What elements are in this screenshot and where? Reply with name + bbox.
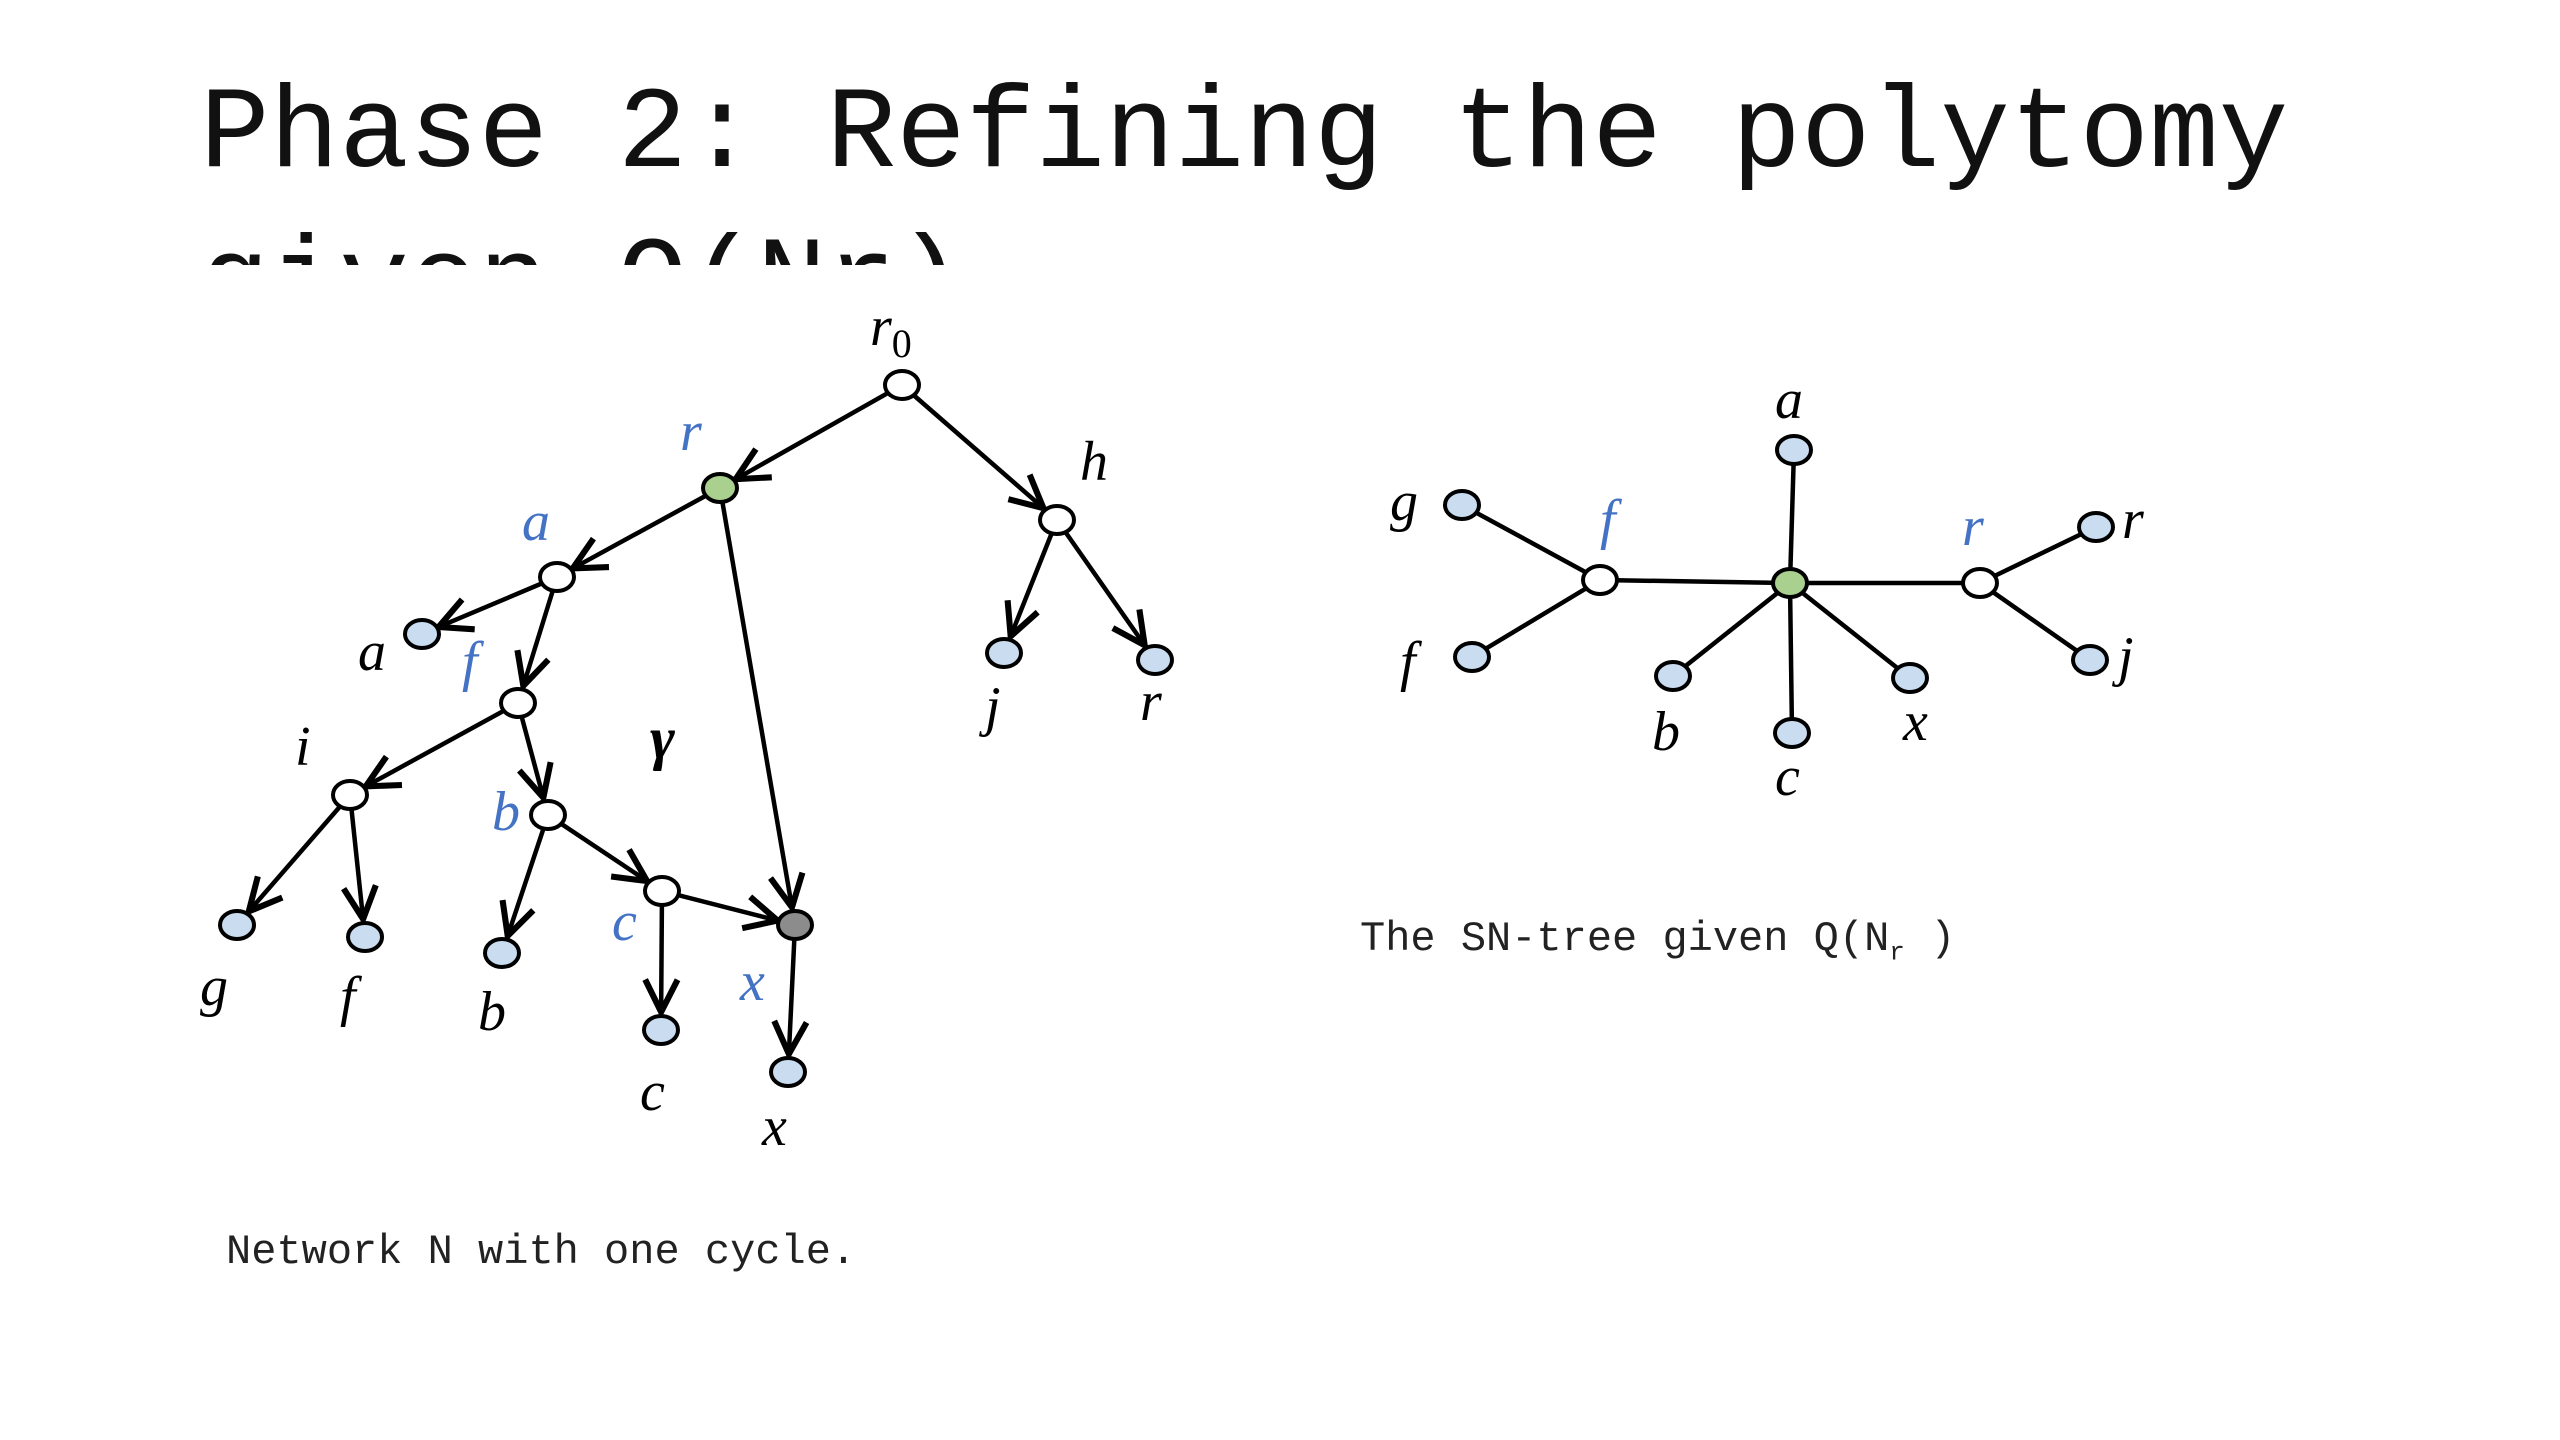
sn-caption-prefix: The SN-tree given Q(N [1360, 915, 1890, 963]
network-node-x_leaf [769, 1056, 807, 1088]
network-edge-a_int-f_int [524, 576, 560, 684]
sn-node-sc [1773, 717, 1811, 749]
sn-label-sg: g [1390, 471, 1418, 533]
network-label-b_leaf: b [478, 981, 506, 1043]
network-edges [250, 383, 1144, 1052]
sn-tree-nodes [1443, 434, 2115, 749]
network-node-b_leaf [483, 937, 521, 969]
sn-edge-sr-sj [1978, 581, 2092, 662]
sn-node-sa [1775, 434, 1813, 466]
sn-edge-center-sc [1787, 582, 1795, 734]
network-label-i: i [295, 716, 311, 778]
sn-caption-suffix: ) [1904, 915, 1956, 963]
network-edge-b_int-b_leaf [508, 814, 551, 934]
network-caption: Network N with one cycle. [226, 1228, 857, 1276]
network-edge-c_int-ret [661, 888, 776, 920]
sn-edge-center-sa [1787, 449, 1797, 584]
sn-node-sb [1654, 660, 1692, 692]
sn-node-sg [1443, 489, 1481, 521]
network-node-c_leaf [642, 1014, 680, 1046]
sn-tree-caption: The SN-tree given Q(Nr ) [1360, 915, 1955, 967]
network-label-f_int: f [462, 631, 485, 693]
sn-edge-sr-srl [1979, 524, 2097, 586]
network-label-b_int: b [492, 781, 520, 843]
network-edge-r0-h [900, 383, 1042, 507]
network-label-c_leaf: c [640, 1061, 665, 1123]
network-label-a_int: a [522, 491, 550, 553]
sn-node-sx [1891, 662, 1929, 694]
network-node-f_leaf [346, 921, 384, 953]
network-node-a_leaf [403, 618, 441, 650]
sn-label-srl: r [2122, 489, 2144, 551]
sn-label-sr: r [1962, 496, 1984, 558]
sn-label-sa: a [1775, 369, 1803, 431]
sn-tree-labels: f r a g f b c x r j [1390, 369, 2144, 808]
sn-edge-center-sb [1671, 581, 1792, 678]
network-label-x_leaf: x [761, 1096, 787, 1158]
sn-caption-sub: r [1889, 937, 1905, 968]
network-edge-r-ret [717, 487, 792, 905]
network-label-r0: r0 [870, 296, 912, 366]
sn-node-sf [1581, 564, 1619, 596]
sn-node-center [1771, 567, 1809, 599]
sn-label-sfl: f [1400, 631, 1423, 693]
network-edge-r0-r [737, 383, 904, 478]
sn-label-sb: b [1652, 701, 1680, 763]
sn-node-sr [1961, 567, 1999, 599]
network-edge-h-j_leaf [1011, 519, 1060, 634]
network-label-ret: x [739, 951, 765, 1013]
network-edge-h-r_leaf [1055, 518, 1144, 644]
sn-node-sj [2071, 644, 2109, 676]
network-label-h: h [1080, 431, 1108, 493]
sn-label-sc: c [1775, 746, 1800, 808]
sn-node-sfl [1453, 641, 1491, 673]
network-labels: r0 r h a a f i b c x g f b c x j r [200, 296, 1162, 1158]
network-node-ret [776, 909, 814, 941]
network-edge-f_int-i [368, 701, 520, 785]
cycle-label: γ [650, 705, 675, 771]
network-edge-c_int-c_leaf [661, 890, 662, 1010]
page-title: Phase 2: Refining the polytomy given Q(N… [200, 69, 2289, 265]
network-node-f_int [499, 687, 537, 719]
sn-label-sx: x [1902, 691, 1928, 753]
network-edge-b_int-c_int [546, 813, 645, 880]
network-edge-i-g_leaf [250, 793, 352, 910]
network-node-r_leaf [1136, 644, 1174, 676]
network-node-g_leaf [218, 909, 256, 941]
network-label-r_leaf: r [1140, 671, 1162, 733]
network-node-a_int [538, 561, 576, 593]
sn-edge-center-sx [1788, 581, 1912, 680]
network-nodes [218, 369, 1174, 1088]
network-label-g_leaf: g [200, 956, 228, 1018]
network-node-b_int [529, 799, 567, 831]
network-node-r [701, 472, 739, 504]
network-node-h [1038, 504, 1076, 536]
network-edge-i-f_leaf [350, 794, 363, 917]
network-edge-ret-x_leaf [789, 924, 795, 1052]
network-label-j_leaf: j [979, 676, 1001, 738]
network-label-r: r [680, 401, 702, 463]
sn-edge-center-sf [1599, 577, 1791, 586]
network-edge-a_int-a_leaf [440, 574, 558, 626]
sn-node-srl [2077, 511, 2115, 543]
title-area: Phase 2: Refining the polytomy given Q(N… [200, 60, 2500, 265]
sn-label-sf: f [1600, 489, 1623, 551]
sn-tree-edges [1460, 449, 2097, 734]
sn-edge-sf-sg [1460, 503, 1602, 582]
network-node-r0 [883, 369, 921, 401]
network-node-i [331, 779, 369, 811]
network-node-c_int [643, 875, 681, 907]
sn-edge-sf-sfl [1470, 578, 1602, 659]
network-label-a_leaf: a [358, 621, 386, 683]
network-edge-r-a_int [575, 486, 722, 567]
network-node-j_leaf [985, 637, 1023, 669]
sn-label-sj: j [2112, 626, 2134, 688]
network-label-f_leaf: f [340, 966, 363, 1028]
network-label-c_int: c [612, 891, 637, 953]
